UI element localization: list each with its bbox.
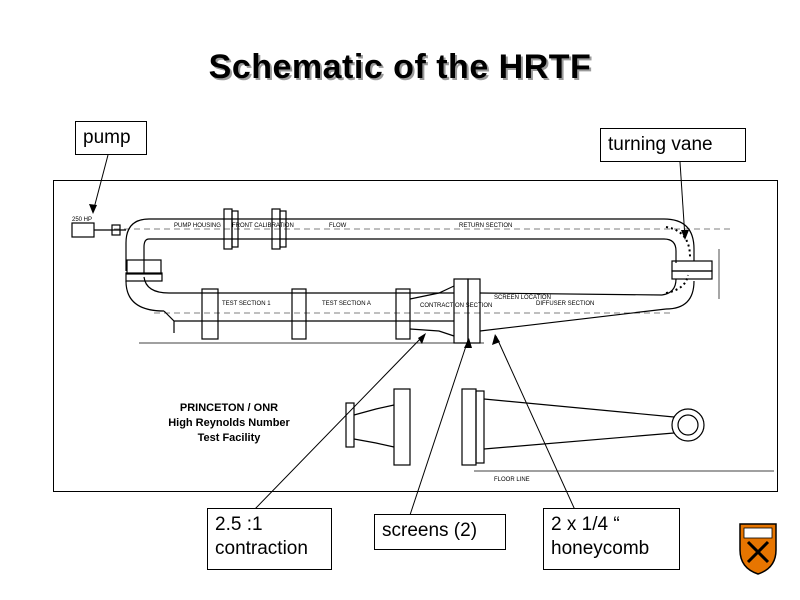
screens-arrowhead: [464, 338, 472, 348]
screens-callout-text: screens (2): [382, 520, 478, 541]
honeycomb-callout-line-2: honeycomb: [551, 537, 650, 559]
screens-leader: [409, 339, 469, 516]
svg-text:RETURN SECTION: RETURN SECTION: [459, 223, 512, 229]
honeycomb-leader: [495, 335, 576, 511]
turning-vane-callout-text: turning vane: [608, 134, 713, 155]
svg-text:FLOOR LINE: FLOOR LINE: [494, 477, 530, 483]
pump-arrowhead: [89, 204, 97, 214]
svg-text:DIFFUSER SECTION: DIFFUSER SECTION: [536, 301, 594, 307]
contraction-callout-line-2: contraction: [215, 537, 308, 559]
honeycomb-callout: 2 x 1/4 “ honeycomb: [543, 508, 680, 570]
side-flange-1: [345, 402, 355, 448]
slide-title: Schematic of the HRTF: [208, 48, 592, 86]
test-flange-2: [291, 288, 307, 340]
side-flange-2: [393, 388, 411, 466]
princeton-shield-logo: [739, 523, 777, 575]
facility-label-line-2: High Reynolds Number: [168, 417, 290, 429]
contraction-arrowhead: [418, 333, 426, 344]
turning-vane-arrowhead: [681, 230, 689, 240]
turning-vane-leader: [679, 161, 686, 239]
svg-text:PUMP HOUSING: PUMP HOUSING: [174, 223, 221, 229]
svg-text:FLOW: FLOW: [329, 223, 347, 229]
hrtf-schematic-drawing: 250 HP PUMP HOUSING FRONT CALIBRATION FL…: [53, 180, 778, 492]
contraction-callout-line-1: 2.5 :1: [215, 514, 263, 535]
turning-vane-callout: turning vane: [600, 128, 746, 162]
honeycomb-callout-line-1: 2 x 1/4 “: [551, 514, 620, 535]
left-flange: [126, 259, 162, 275]
contraction-callout: 2.5 :1 contraction: [207, 508, 332, 570]
contraction-leader: [253, 334, 425, 511]
svg-text:SCREEN LOCATION: SCREEN LOCATION: [494, 295, 551, 301]
svg-text:CONTRACTION SECTION: CONTRACTION SECTION: [420, 303, 492, 309]
test-flange-3: [395, 288, 411, 340]
facility-label-line-3: Test Facility: [198, 432, 262, 444]
svg-text:TEST SECTION A: TEST SECTION A: [322, 301, 371, 307]
facility-label-line-1: PRINCETON / ONR: [180, 402, 278, 414]
screens-callout: screens (2): [374, 514, 506, 550]
pump-callout-text: pump: [83, 127, 131, 148]
honeycomb-arrowhead: [492, 334, 500, 345]
schematic-svg: 250 HP PUMP HOUSING FRONT CALIBRATION FL…: [71, 208, 774, 483]
test-flange-1: [201, 288, 219, 340]
svg-text:250 HP: 250 HP: [72, 217, 92, 223]
pump-leader: [92, 154, 109, 213]
svg-text:FRONT CALIBRATION: FRONT CALIBRATION: [232, 223, 294, 229]
svg-text:TEST SECTION 1: TEST SECTION 1: [222, 301, 271, 307]
pump-callout: pump: [75, 121, 147, 155]
side-elbow-circle: [671, 408, 705, 442]
